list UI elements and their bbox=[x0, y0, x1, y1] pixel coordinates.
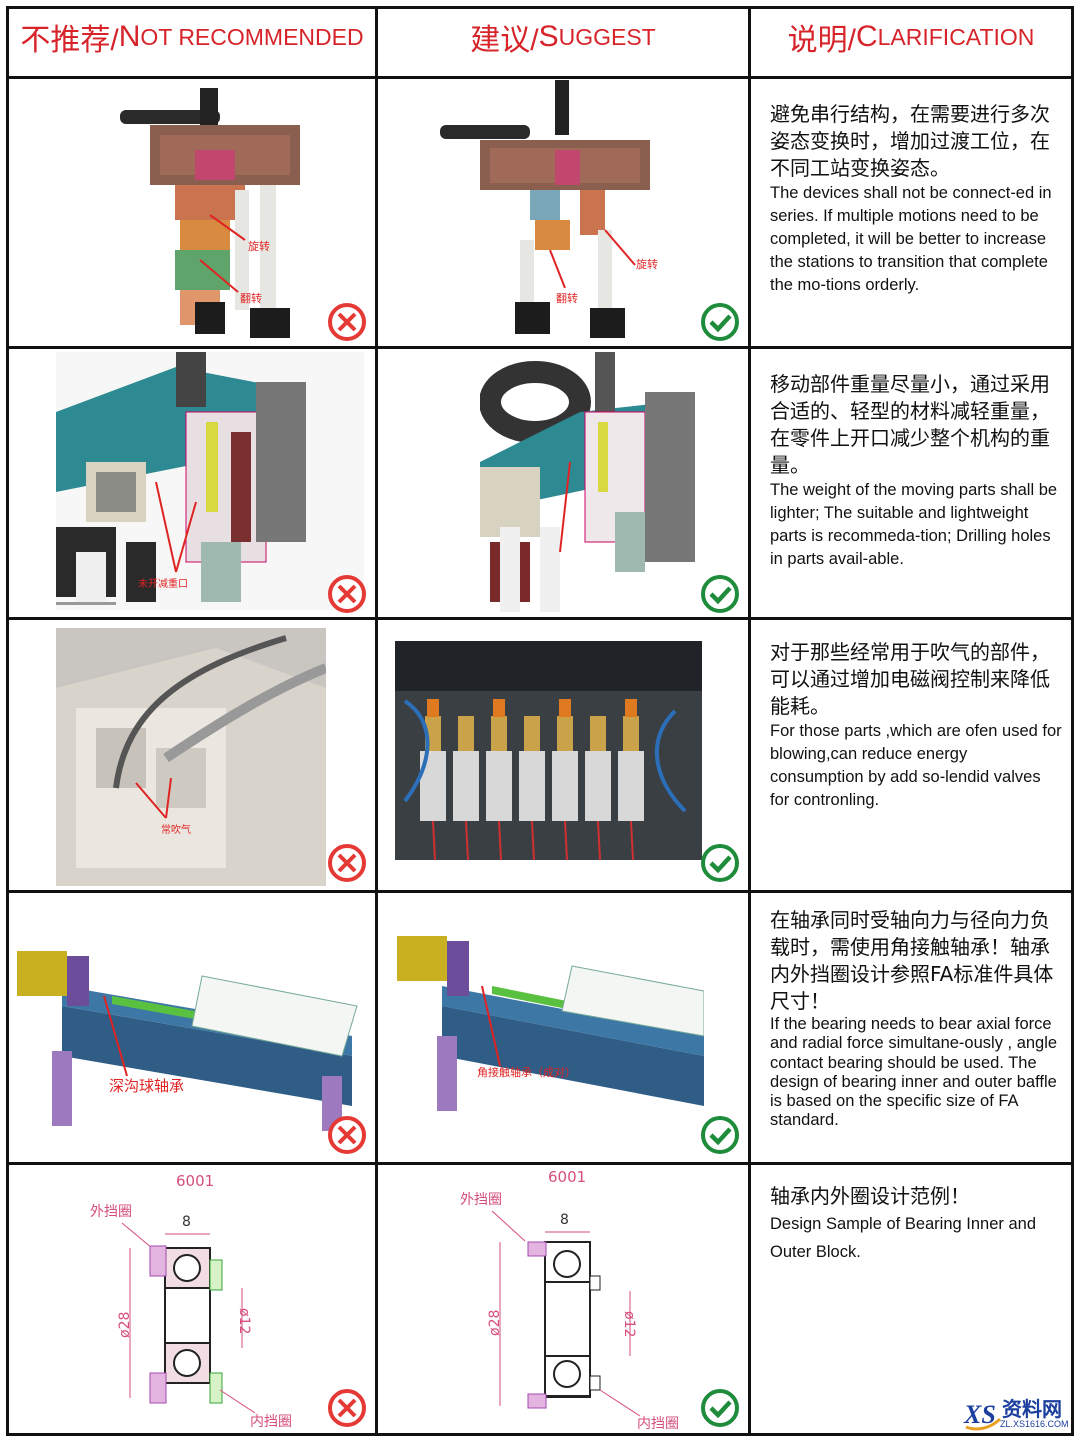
header-en-initial: C bbox=[855, 20, 878, 53]
header-en-initial: S bbox=[538, 20, 559, 53]
label-inner-retainer: 内挡圈 bbox=[637, 1416, 679, 1432]
site-watermark: XS 资料网 ZL.XS1616.COM bbox=[962, 1391, 1074, 1437]
table-border-left bbox=[6, 6, 9, 1436]
label-no-lightening-hole: 未开减重口 bbox=[138, 577, 188, 590]
clarification-row-4: 在轴承同时受轴向力与径向力负载时，需使用角接触轴承！轴承内外挡圈设计参照FA标准… bbox=[770, 907, 1062, 1131]
lightweight-part-illustration bbox=[480, 352, 695, 612]
col-divider-1 bbox=[375, 6, 378, 1436]
clarification-row-3: 对于那些经常用于吹气的部件，可以通过增加电磁阀控制来降低能耗。 For thos… bbox=[770, 639, 1062, 812]
label-outer-diameter: ø28 bbox=[487, 1310, 503, 1336]
heavy-moving-part-illustration: 未开减重口 bbox=[56, 352, 364, 610]
suggested-check-icon bbox=[701, 1116, 739, 1154]
row-divider-2 bbox=[6, 617, 1074, 620]
table-border-bottom bbox=[6, 1433, 1074, 1436]
not-recommended-x-icon bbox=[328, 1116, 366, 1154]
clarification-en: If the bearing needs to bear axial force… bbox=[770, 1015, 1058, 1130]
transition-station-illustration: 旋转 翻转 bbox=[440, 80, 658, 338]
header-en-rest: OT RECOMMENDED bbox=[140, 23, 364, 50]
header-en-rest: LARIFICATION bbox=[877, 23, 1035, 50]
label-rotate: 旋转 bbox=[248, 239, 270, 253]
clarification-zh: 移动部件重量尽量小，通过采用合适的、轻型的材料减轻重量，在零件上开口减少整个机构… bbox=[770, 372, 1050, 477]
clarification-en: For those parts ,which are ofen used for… bbox=[770, 722, 1062, 809]
not-recommended-x-icon bbox=[328, 1389, 366, 1427]
angular-contact-bearing-illustration: 角接触轴承（成对） bbox=[397, 936, 704, 1111]
header-en-rest: UGGEST bbox=[558, 23, 656, 50]
row-divider-3 bbox=[6, 890, 1074, 893]
label-width: 8 bbox=[182, 1214, 191, 1230]
col-divider-2 bbox=[748, 6, 751, 1436]
clarification-en: The devices shall not be connect-ed in s… bbox=[770, 184, 1052, 294]
label-inner-diameter: ø12 bbox=[236, 1308, 252, 1334]
header-en-initial: N bbox=[118, 20, 141, 53]
comparison-table bbox=[6, 6, 1074, 1436]
label-rotate: 旋转 bbox=[636, 257, 658, 271]
label-flip: 翻转 bbox=[556, 291, 578, 305]
not-recommended-x-icon bbox=[328, 575, 366, 613]
row-divider-1 bbox=[6, 346, 1074, 349]
label-deep-groove-bearing: 深沟球轴承 bbox=[109, 1077, 184, 1095]
not-recommended-x-icon bbox=[328, 303, 366, 341]
label-constant-blowing: 常吹气 bbox=[161, 823, 191, 836]
clarification-en: Design Sample of Bearing Inner and Outer… bbox=[770, 1215, 1036, 1261]
label-bearing-model: 6001 bbox=[548, 1168, 586, 1186]
label-outer-retainer: 外挡圈 bbox=[90, 1204, 132, 1220]
suggested-check-icon bbox=[701, 844, 739, 882]
label-outer-retainer: 外挡圈 bbox=[460, 1192, 502, 1208]
clarification-zh: 轴承内外圈设计范例！ bbox=[770, 1184, 970, 1208]
header-zh: 建议/ bbox=[470, 24, 539, 57]
clarification-row-1: 避免串行结构，在需要进行多次姿态变换时，增加过渡工位，在不同工站变换姿态。 Th… bbox=[770, 101, 1062, 297]
table-border-top bbox=[6, 6, 1074, 9]
suggested-check-icon bbox=[701, 575, 739, 613]
label-inner-diameter: ø12 bbox=[621, 1311, 637, 1337]
table-border-right bbox=[1071, 6, 1074, 1436]
header-zh: 不推荐/ bbox=[20, 24, 119, 57]
label-angular-contact-bearing: 角接触轴承（成对） bbox=[477, 1065, 576, 1079]
serial-structure-illustration: 旋转 翻转 bbox=[120, 88, 300, 338]
watermark-logo-icon: XS bbox=[963, 1400, 1002, 1431]
header-divider bbox=[6, 76, 1074, 79]
good-bearing-drawing: 6001 外挡圈 8 ø28 ø12 内挡圈 bbox=[460, 1168, 679, 1432]
clarification-zh: 在轴承同时受轴向力与径向力负载时，需使用角接触轴承！轴承内外挡圈设计参照FA标准… bbox=[770, 908, 1054, 1013]
clarification-en: The weight of the moving parts shall be … bbox=[770, 481, 1058, 568]
label-width: 8 bbox=[560, 1212, 569, 1228]
clarification-zh: 对于那些经常用于吹气的部件，可以通过增加电磁阀控制来降低能耗。 bbox=[770, 640, 1050, 718]
label-inner-retainer: 内挡圈 bbox=[250, 1414, 292, 1430]
label-outer-diameter: ø28 bbox=[117, 1312, 133, 1338]
header-zh: 说明/ bbox=[787, 24, 856, 57]
clarification-row-2: 移动部件重量尽量小，通过采用合适的、轻型的材料减轻重量，在零件上开口减少整个机构… bbox=[770, 371, 1062, 571]
not-recommended-x-icon bbox=[328, 844, 366, 882]
bad-bearing-drawing: 6001 外挡圈 8 ø28 ø12 内挡圈 bbox=[90, 1172, 292, 1430]
label-flip: 翻转 bbox=[240, 291, 262, 305]
suggested-check-icon bbox=[701, 1389, 739, 1427]
clarification-zh: 避免串行结构，在需要进行多次姿态变换时，增加过渡工位，在不同工站变换姿态。 bbox=[770, 102, 1050, 180]
watermark-url: ZL.XS1616.COM bbox=[1000, 1419, 1069, 1429]
suggested-check-icon bbox=[701, 303, 739, 341]
constant-blowing-photo: 常吹气 bbox=[56, 628, 326, 886]
watermark-brand: 资料网 bbox=[1002, 1397, 1062, 1421]
solenoid-valves-photo bbox=[395, 641, 702, 860]
deep-groove-bearing-illustration: 深沟球轴承 bbox=[17, 951, 358, 1131]
clarification-row-5: 轴承内外圈设计范例！ Design Sample of Bearing Inne… bbox=[770, 1183, 1062, 1266]
label-bearing-model: 6001 bbox=[176, 1172, 214, 1190]
row-divider-4 bbox=[6, 1162, 1074, 1165]
